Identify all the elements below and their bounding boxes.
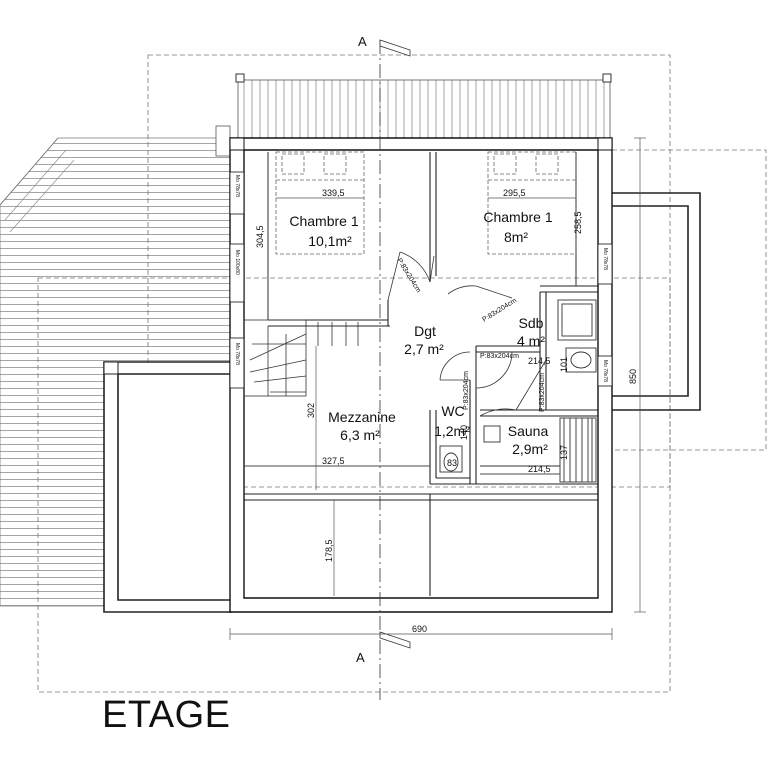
room-area-sdb: 4 m² [517,333,545,349]
exterior-walls [229,137,613,613]
room-area-wc: 1,2m² [434,423,470,439]
room-name-mezzanine: Mezzanine [328,409,396,425]
section-line-a: A A [356,34,411,700]
windows [229,171,613,389]
door-label-sdb: P:83x204cm [480,353,519,360]
room-area-dgt: 2,7 m² [404,341,444,357]
room-labels: Chambre 1 10,1m² Chambre 1 8m² Dgt 2,7 m… [289,209,552,457]
right-balcony [610,192,701,411]
section-marker-bottom: A [356,650,365,665]
room-name-chambre-1-east: Chambre 1 [483,209,552,225]
room-name-sauna: Sauna [508,423,549,439]
door-swings [387,251,547,417]
window-label-1: Mo 78x78 [234,175,240,197]
room-area-chambre-1-east: 8m² [504,229,528,245]
dim-214-5-bottom: 214,5 [528,464,551,474]
dim-101: 101 [559,357,569,372]
dim-690: 690 [412,624,427,634]
room-name-dgt: Dgt [414,323,436,339]
dim-137: 137 [559,445,569,460]
dim-83: 83 [447,458,457,468]
dim-304-5: 304,5 [255,225,265,248]
room-area-sauna: 2,9m² [512,441,548,457]
window-labels: Mo 78x78 Mo 100x80 Mo 78x78 Mo 78x78 Mo … [234,175,608,382]
room-name-wc: WC [441,403,464,419]
room-area-mezzanine: 6,3 m² [340,427,380,443]
section-marker-top: A [358,34,367,49]
window-label-2: Mo 100x80 [234,250,240,275]
window-label-5: Mo 78x78 [602,360,608,382]
dim-339-5: 339,5 [322,188,345,198]
dim-214-5-top: 214,5 [528,356,551,366]
room-name-chambre-1-west: Chambre 1 [289,213,358,229]
left-balcony [103,361,234,613]
dimension-labels: 339,5 295,5 304,5 258,5 214,5 214,5 302 … [255,188,638,634]
staircase [243,319,359,397]
dim-302: 302 [306,403,316,418]
dimension-lines [229,137,646,640]
dim-140: 140 [459,425,469,440]
room-name-sdb: Sdb [519,315,544,331]
room-area-chambre-1-west: 10,1m² [308,233,352,249]
dim-258-5: 258,5 [573,211,583,234]
door-label-wc: P:83x204cm [463,371,470,410]
door-label-chambre-east: P:83x204cm [481,297,518,324]
dim-178-5: 178,5 [324,539,334,562]
plan-title: ETAGE [102,694,231,736]
dim-850: 850 [628,369,638,384]
door-label-sauna: P:83x204cm [539,373,546,412]
window-label-3: Mo 78x78 [234,343,240,365]
dim-327-5: 327,5 [322,456,345,466]
dim-295-5: 295,5 [503,188,526,198]
window-label-4: Mo 78x78 [602,248,608,270]
